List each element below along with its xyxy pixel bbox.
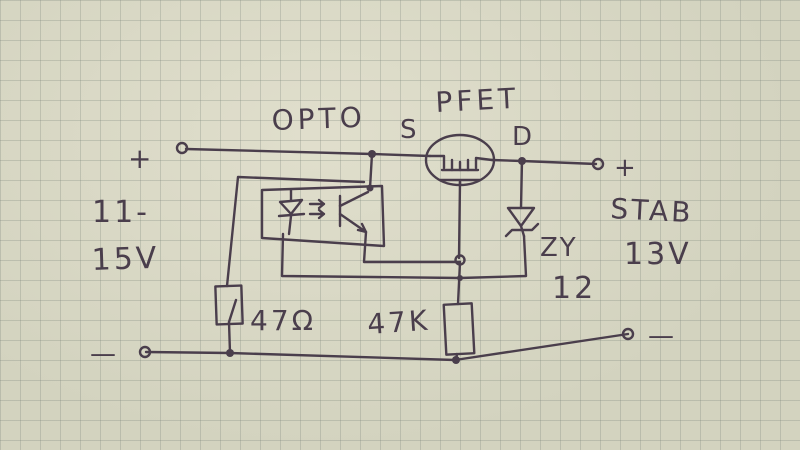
- wire-top-positive: [184, 147, 432, 158]
- junction-resistor-bottom: [452, 356, 460, 364]
- terminal-input-positive: [175, 141, 189, 155]
- pfet-symbol: [424, 133, 496, 187]
- label-drain: D: [512, 122, 532, 152]
- label-stab-voltage: 13V: [624, 237, 692, 272]
- label-potentiometer: 47Ω: [250, 304, 316, 337]
- label-minus-in: —: [90, 339, 116, 369]
- label-vin-line2: 15V: [91, 241, 160, 278]
- label-minus-out: —: [648, 321, 674, 351]
- junction-drain: [518, 157, 526, 165]
- label-resistor: 47K: [366, 304, 431, 341]
- optocoupler-box: [260, 184, 386, 248]
- label-zener-line1: ZY: [540, 233, 578, 263]
- zener-diode-symbol: [504, 206, 540, 238]
- terminal-input-negative: [138, 345, 152, 359]
- pot-wiper: [227, 298, 238, 324]
- label-plus-in: +: [128, 142, 151, 175]
- resistor-symbol: [442, 302, 476, 356]
- wire-pot-bottom: [227, 320, 232, 355]
- wire-gate-resistor: [456, 260, 462, 306]
- junction-zener-return: [457, 275, 463, 281]
- junction-pot-bottom: [226, 349, 234, 357]
- opto-transistor-symbol: [338, 190, 370, 234]
- label-stab: STAB: [610, 192, 695, 229]
- wire-gate: [457, 180, 462, 260]
- label-vin-line1: 11-: [92, 195, 150, 230]
- wire-pot-loop: [225, 175, 366, 288]
- wire-zener-top: [519, 159, 524, 210]
- terminal-output-negative: [621, 327, 635, 341]
- label-opto: OPTO: [271, 101, 366, 137]
- label-plus-out: +: [614, 153, 636, 183]
- wire-drain-output: [490, 158, 598, 166]
- wire-opto-to-gate: [362, 230, 462, 264]
- potentiometer-symbol: [214, 284, 244, 326]
- label-source: S: [400, 115, 417, 145]
- opto-led-symbol: [277, 188, 326, 236]
- junction-top-rail: [368, 150, 376, 158]
- terminal-output-positive: [591, 157, 605, 171]
- junction-gate: [454, 254, 466, 266]
- wire-opto-feed: [368, 152, 374, 190]
- label-zener-line2: 12: [552, 271, 596, 306]
- label-pfet: PFET: [435, 82, 520, 119]
- junction-opto-feed: [366, 184, 374, 192]
- wire-bottom-rail: [144, 332, 630, 362]
